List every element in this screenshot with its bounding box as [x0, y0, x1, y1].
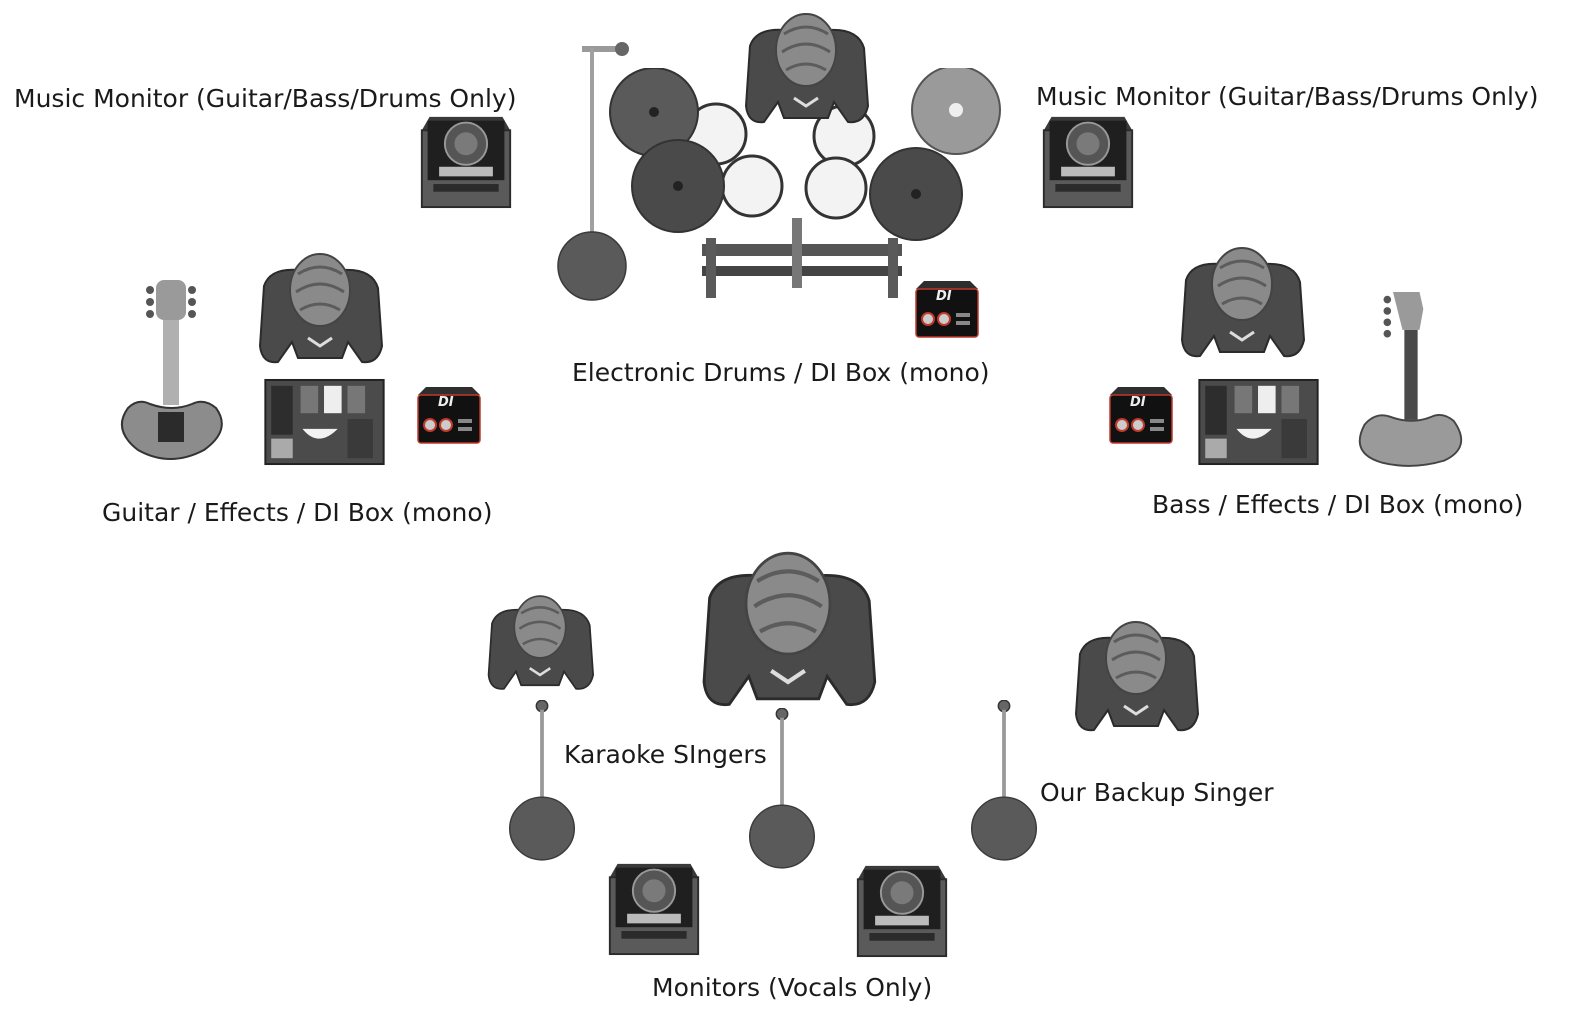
label-drums: Electronic Drums / DI Box (mono): [572, 360, 990, 385]
label-monitor-left: Music Monitor (Guitar/Bass/Drums Only): [14, 86, 516, 111]
mic-stand-icon: [556, 40, 632, 302]
di-box-icon: [1106, 384, 1176, 446]
di-box-label: DI: [1130, 396, 1146, 409]
di-box-icon: [414, 384, 484, 446]
di-box-label: DI: [936, 290, 952, 303]
person-top-view-icon: [480, 570, 600, 720]
label-guitar: Guitar / Effects / DI Box (mono): [102, 500, 492, 525]
label-vocal-monitors: Monitors (Vocals Only): [652, 975, 932, 1000]
effects-pedalboard-icon: [262, 378, 387, 466]
mic-stand-icon: [966, 700, 1042, 862]
electric-guitar-icon: [108, 280, 238, 470]
di-box-label: DI: [438, 396, 454, 409]
bass-guitar-icon: [1346, 292, 1476, 472]
floor-monitor-icon: [1040, 112, 1136, 210]
person-top-view-icon: [1066, 614, 1206, 744]
floor-monitor-icon: [418, 112, 514, 210]
mic-stand-icon: [504, 700, 580, 862]
floor-monitor-icon: [606, 860, 702, 956]
person-top-view-icon: [1172, 240, 1312, 370]
effects-pedalboard-icon: [1196, 378, 1321, 466]
floor-monitor-icon: [854, 862, 950, 958]
mic-stand-icon: [744, 708, 820, 870]
person-top-view-icon: [690, 540, 886, 726]
label-backup: Our Backup Singer: [1040, 780, 1274, 805]
label-monitor-right: Music Monitor (Guitar/Bass/Drums Only): [1036, 84, 1538, 109]
person-top-view-icon: [736, 6, 876, 136]
label-karaoke: Karaoke SIngers: [564, 742, 767, 767]
person-top-view-icon: [250, 246, 390, 376]
label-bass: Bass / Effects / DI Box (mono): [1152, 492, 1523, 517]
di-box-icon: [912, 278, 982, 340]
